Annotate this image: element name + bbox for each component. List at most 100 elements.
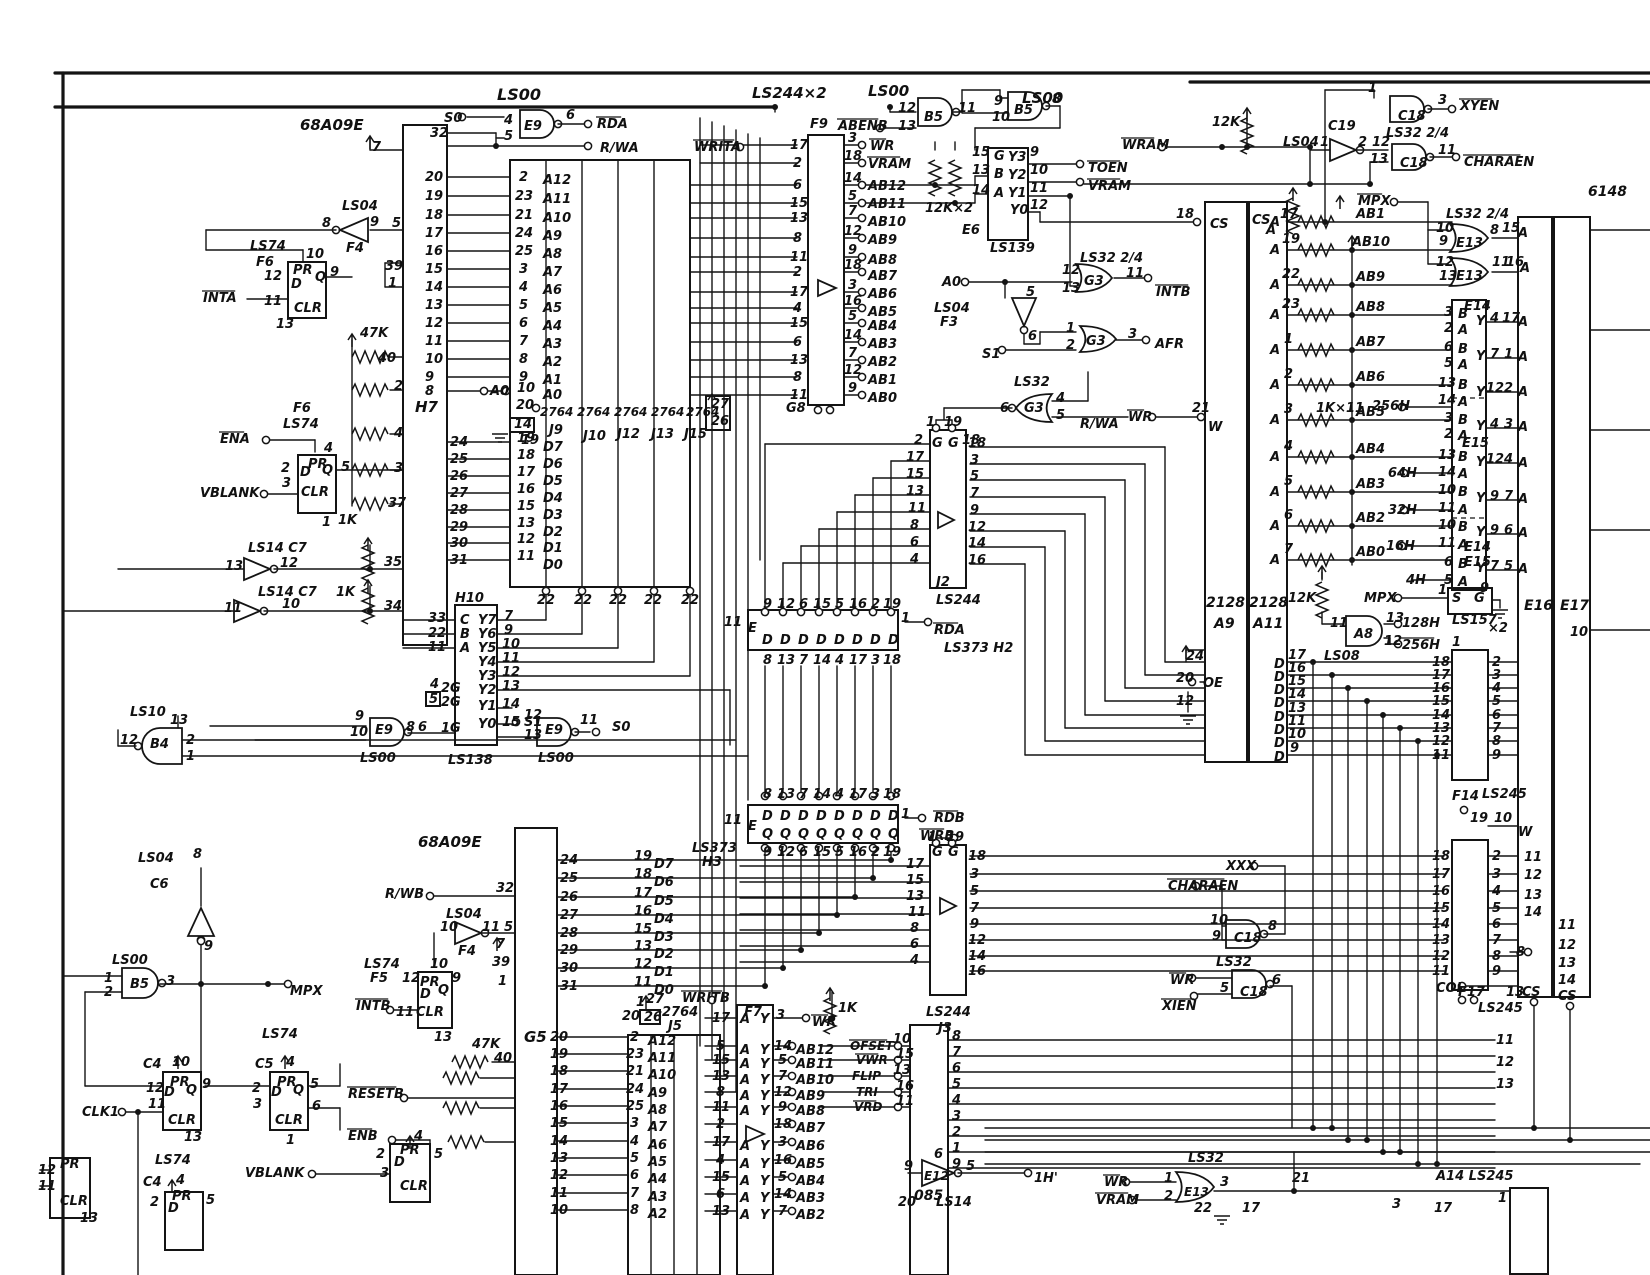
- junction-dot: [1415, 1161, 1421, 1167]
- pin-circle: [577, 586, 587, 596]
- label: LS32: [1188, 1151, 1224, 1166]
- label: 14: [844, 328, 862, 343]
- resistor: [1285, 197, 1301, 235]
- label: 18: [1176, 207, 1194, 222]
- label: A: [739, 1057, 750, 1072]
- junction-dot: [1329, 672, 1335, 678]
- label: Y: [1476, 455, 1487, 470]
- label: A4: [647, 1172, 667, 1187]
- label: 13: [1432, 721, 1450, 736]
- label: 17: [712, 1011, 731, 1026]
- label: 1K: [838, 1001, 858, 1016]
- label: INTA: [203, 291, 237, 306]
- label: C18: [1400, 156, 1428, 171]
- label: G: [948, 845, 959, 860]
- label: C6: [150, 877, 169, 892]
- label: PR: [420, 975, 440, 990]
- label: D: [300, 465, 311, 480]
- label: 13: [225, 559, 243, 574]
- label: 13: [1386, 611, 1404, 626]
- pin-circle: [825, 405, 835, 415]
- label: 12: [844, 363, 862, 378]
- label: 2: [716, 1117, 725, 1132]
- label: 5: [966, 1159, 975, 1174]
- label: 3: [380, 1166, 389, 1181]
- label: D0: [543, 558, 563, 573]
- label: 3: [1220, 1175, 1229, 1190]
- label: 13: [1438, 376, 1456, 391]
- vcc-arrow: [347, 332, 357, 347]
- label: CLR: [168, 1113, 196, 1128]
- label: D: [888, 809, 899, 824]
- label: 8: [1492, 949, 1501, 964]
- label: 4: [909, 953, 919, 968]
- label: 7: [970, 901, 980, 916]
- chip-outline: [162, 1071, 202, 1131]
- vcc-arrow: [492, 936, 502, 951]
- label: 16: [844, 294, 862, 309]
- junction-dot: [1067, 193, 1073, 199]
- label: 6: [952, 1061, 961, 1076]
- or-gate: [1174, 1171, 1216, 1203]
- label: 8: [763, 653, 772, 668]
- label: 11: [908, 905, 926, 920]
- label: 22: [1194, 1201, 1212, 1216]
- label: 15: [896, 1047, 914, 1062]
- junction-dot: [1397, 1149, 1403, 1155]
- label: AFR: [1154, 337, 1184, 352]
- label: 2: [1492, 849, 1501, 864]
- resistor: [1297, 518, 1335, 534]
- label: G: [1474, 591, 1485, 606]
- label: D: [798, 809, 809, 824]
- label: 24: [450, 435, 468, 450]
- label: 2: [519, 170, 528, 185]
- label: 3: [519, 262, 528, 277]
- label: ENA: [220, 432, 250, 447]
- chip-outline: [1248, 201, 1288, 763]
- label: 5: [778, 1170, 787, 1185]
- label: E12: [924, 1169, 949, 1183]
- label: 10: [282, 597, 300, 612]
- label: 1H': [1034, 1171, 1058, 1186]
- label: 19: [550, 1047, 568, 1062]
- nand-gate: [1391, 143, 1427, 171]
- label: 1: [1066, 321, 1075, 336]
- label: A0: [941, 275, 961, 290]
- label: D: [870, 809, 881, 824]
- label: 2: [871, 845, 880, 860]
- label: A0: [489, 384, 509, 399]
- label: 14: [774, 1187, 792, 1202]
- label: AB10: [1351, 235, 1390, 250]
- label: 12K×2: [925, 201, 973, 216]
- label: 16: [1432, 884, 1450, 899]
- junction-dot: [1349, 347, 1355, 353]
- resistor: [1297, 412, 1335, 428]
- junction-dot: [852, 894, 858, 900]
- label: 256H: [1372, 399, 1410, 414]
- pin-circle: [931, 423, 941, 433]
- label: D: [834, 633, 845, 648]
- label: 1K: [336, 585, 356, 600]
- label: 6: [1272, 973, 1281, 988]
- pin-circle: [1397, 541, 1407, 551]
- label: 7: [1284, 542, 1294, 557]
- label: 12: [1372, 135, 1390, 150]
- label: AB0: [1355, 545, 1385, 560]
- label: 11: [790, 388, 808, 403]
- label: 8: [193, 847, 202, 862]
- chip-outline: [164, 1191, 204, 1251]
- label: 10: [1438, 483, 1456, 498]
- label: 4: [413, 1129, 423, 1144]
- label: C18: [1234, 931, 1262, 946]
- label: LS245: [1478, 1001, 1523, 1016]
- resistor: [442, 1100, 480, 1116]
- label: 20: [550, 1030, 568, 1045]
- label: 24: [560, 853, 578, 868]
- label: A: [1457, 538, 1468, 553]
- label: VRAM: [868, 157, 911, 172]
- pin-circle: [868, 843, 878, 853]
- label: A: [1517, 526, 1528, 541]
- label: 26: [644, 1010, 662, 1025]
- junction-dot: [1244, 144, 1250, 150]
- label: 4: [1491, 681, 1501, 696]
